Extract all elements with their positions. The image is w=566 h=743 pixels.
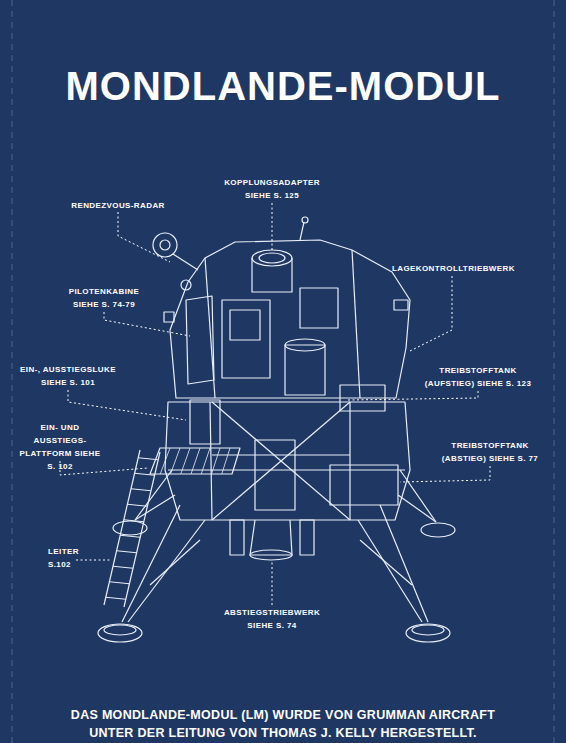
ladder-rungs xyxy=(106,458,158,600)
frame xyxy=(12,0,554,743)
part-label: LEITER S.102 xyxy=(48,545,92,571)
leader-lines xyxy=(60,203,490,605)
platform-grid xyxy=(160,448,230,474)
part-label: RENDEZVOUS-RADAR xyxy=(63,199,173,212)
part-label: TREIBSTOFFTANK (AUFSTIEG) SIEHE S. 123 xyxy=(418,364,538,390)
part-label: PILOTENKABINE SIEHE S. 74-79 xyxy=(64,285,144,311)
part-label: EIN- UND AUSSTIEGS- PLATTFORM SIEHE S. 1… xyxy=(15,421,105,473)
part-label: KOPPLUNGSADAPTER SIEHE S. 125 xyxy=(212,176,332,202)
part-label: TREIBSTOFFTANK (ABSTIEG) SIEHE S. 77 xyxy=(430,439,550,465)
lm-drawing xyxy=(98,217,455,642)
page-title: MONDLANDE-MODUL xyxy=(0,62,566,110)
part-label: LAGEKONTROLLTRIEBWERK xyxy=(392,262,512,275)
caption: DAS MONDLANDE-MODUL (LM) WURDE VON GRUMM… xyxy=(58,706,508,742)
part-label: EIN-, AUSSTIEGSLUKE SIEHE S. 101 xyxy=(18,363,118,389)
part-label: ABSTIEGSTRIEBWERK SIEHE S. 74 xyxy=(217,606,327,632)
